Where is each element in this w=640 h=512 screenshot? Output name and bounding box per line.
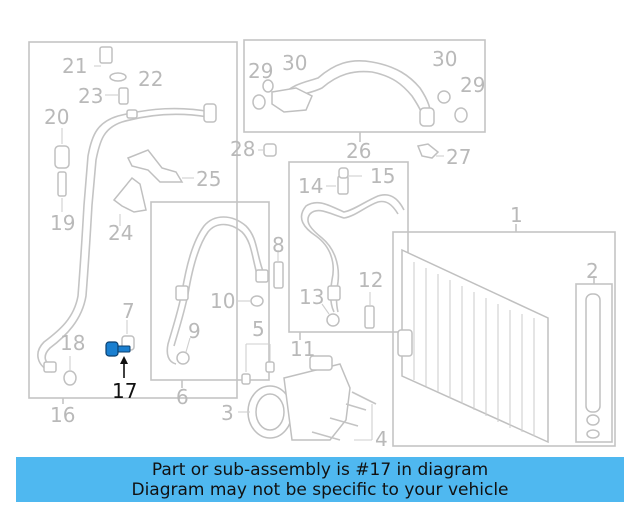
callout-8: 8 [272,233,285,257]
group-11-box [288,161,409,340]
callout-1: 1 [510,203,523,227]
valve-23 [105,87,129,105]
cap-28 [258,143,277,157]
callout-18: 18 [60,331,85,355]
callout-13: 13 [299,285,324,309]
o-ring-18 [63,356,77,386]
bolt-17-highlighted[interactable] [105,341,131,378]
hose-assembly-6 [166,216,269,365]
callout-16: 16 [50,403,75,427]
valve-8 [273,250,284,289]
callout-labels: 1 2 3 4 5 6 7 8 9 10 11 12 13 14 15 16 1… [44,47,599,451]
drier-2 [575,276,613,443]
callout-14: 14 [298,174,323,198]
bracket-25 [126,149,194,183]
callout-30-left: 30 [282,51,307,75]
callout-5: 5 [252,317,265,341]
compressor-3 [238,355,351,441]
callout-17: 17 [112,379,137,403]
callout-3: 3 [221,401,234,425]
callout-21: 21 [62,54,87,78]
callout-23: 23 [78,84,103,108]
callout-6: 6 [176,385,189,409]
valve-19 [57,171,67,212]
callout-10: 10 [210,289,235,313]
o-ring-30-right [437,90,451,104]
cap-20 [54,128,70,169]
callout-20: 20 [44,105,69,129]
parts-diagram: 1 2 3 4 5 6 7 8 9 10 11 12 13 14 15 16 1… [28,39,616,451]
o-ring-22 [109,72,127,82]
o-ring-29-left [252,94,266,110]
callout-19: 19 [50,211,75,235]
callout-4: 4 [375,427,388,451]
o-ring-29-right [454,107,468,123]
plug-set-5 [241,343,275,385]
callout-25: 25 [196,167,221,191]
line-assembly-11 [300,175,405,313]
callout-30-right: 30 [432,47,457,71]
callout-7: 7 [122,299,135,323]
callout-24: 24 [108,221,133,245]
line-assembly-16 [37,103,217,373]
o-ring-10 [238,295,264,307]
callout-28: 28 [230,137,255,161]
o-ring-9 [176,337,191,365]
bolt-27 [416,143,444,159]
group-6-box [150,201,270,388]
line-assembly-26 [271,60,435,127]
callout-27: 27 [446,145,471,169]
sensor-21 [94,46,113,67]
group-1-box [392,224,616,447]
callout-29-right: 29 [460,73,485,97]
info-banner: Part or sub-assembly is #17 in diagram D… [16,457,624,502]
cap-15 [338,167,362,179]
callout-29-left: 29 [248,59,273,83]
callout-2: 2 [586,259,599,283]
condenser-1 [397,248,549,444]
callout-12: 12 [358,268,383,292]
valve-12 [364,292,375,329]
callout-26: 26 [346,139,371,163]
callout-22: 22 [138,67,163,91]
banner-line-1: Part or sub-assembly is #17 in diagram [151,459,489,480]
group-26-box [243,39,486,142]
o-ring-13 [321,303,340,327]
banner-line-2: Diagram may not be specific to your vehi… [131,479,509,500]
bracket-24 [112,176,147,226]
callout-9: 9 [188,319,201,343]
bolt-set-4 [311,391,377,441]
callout-11: 11 [290,337,315,361]
o-ring-30-left [262,79,274,93]
callout-15: 15 [370,164,395,188]
